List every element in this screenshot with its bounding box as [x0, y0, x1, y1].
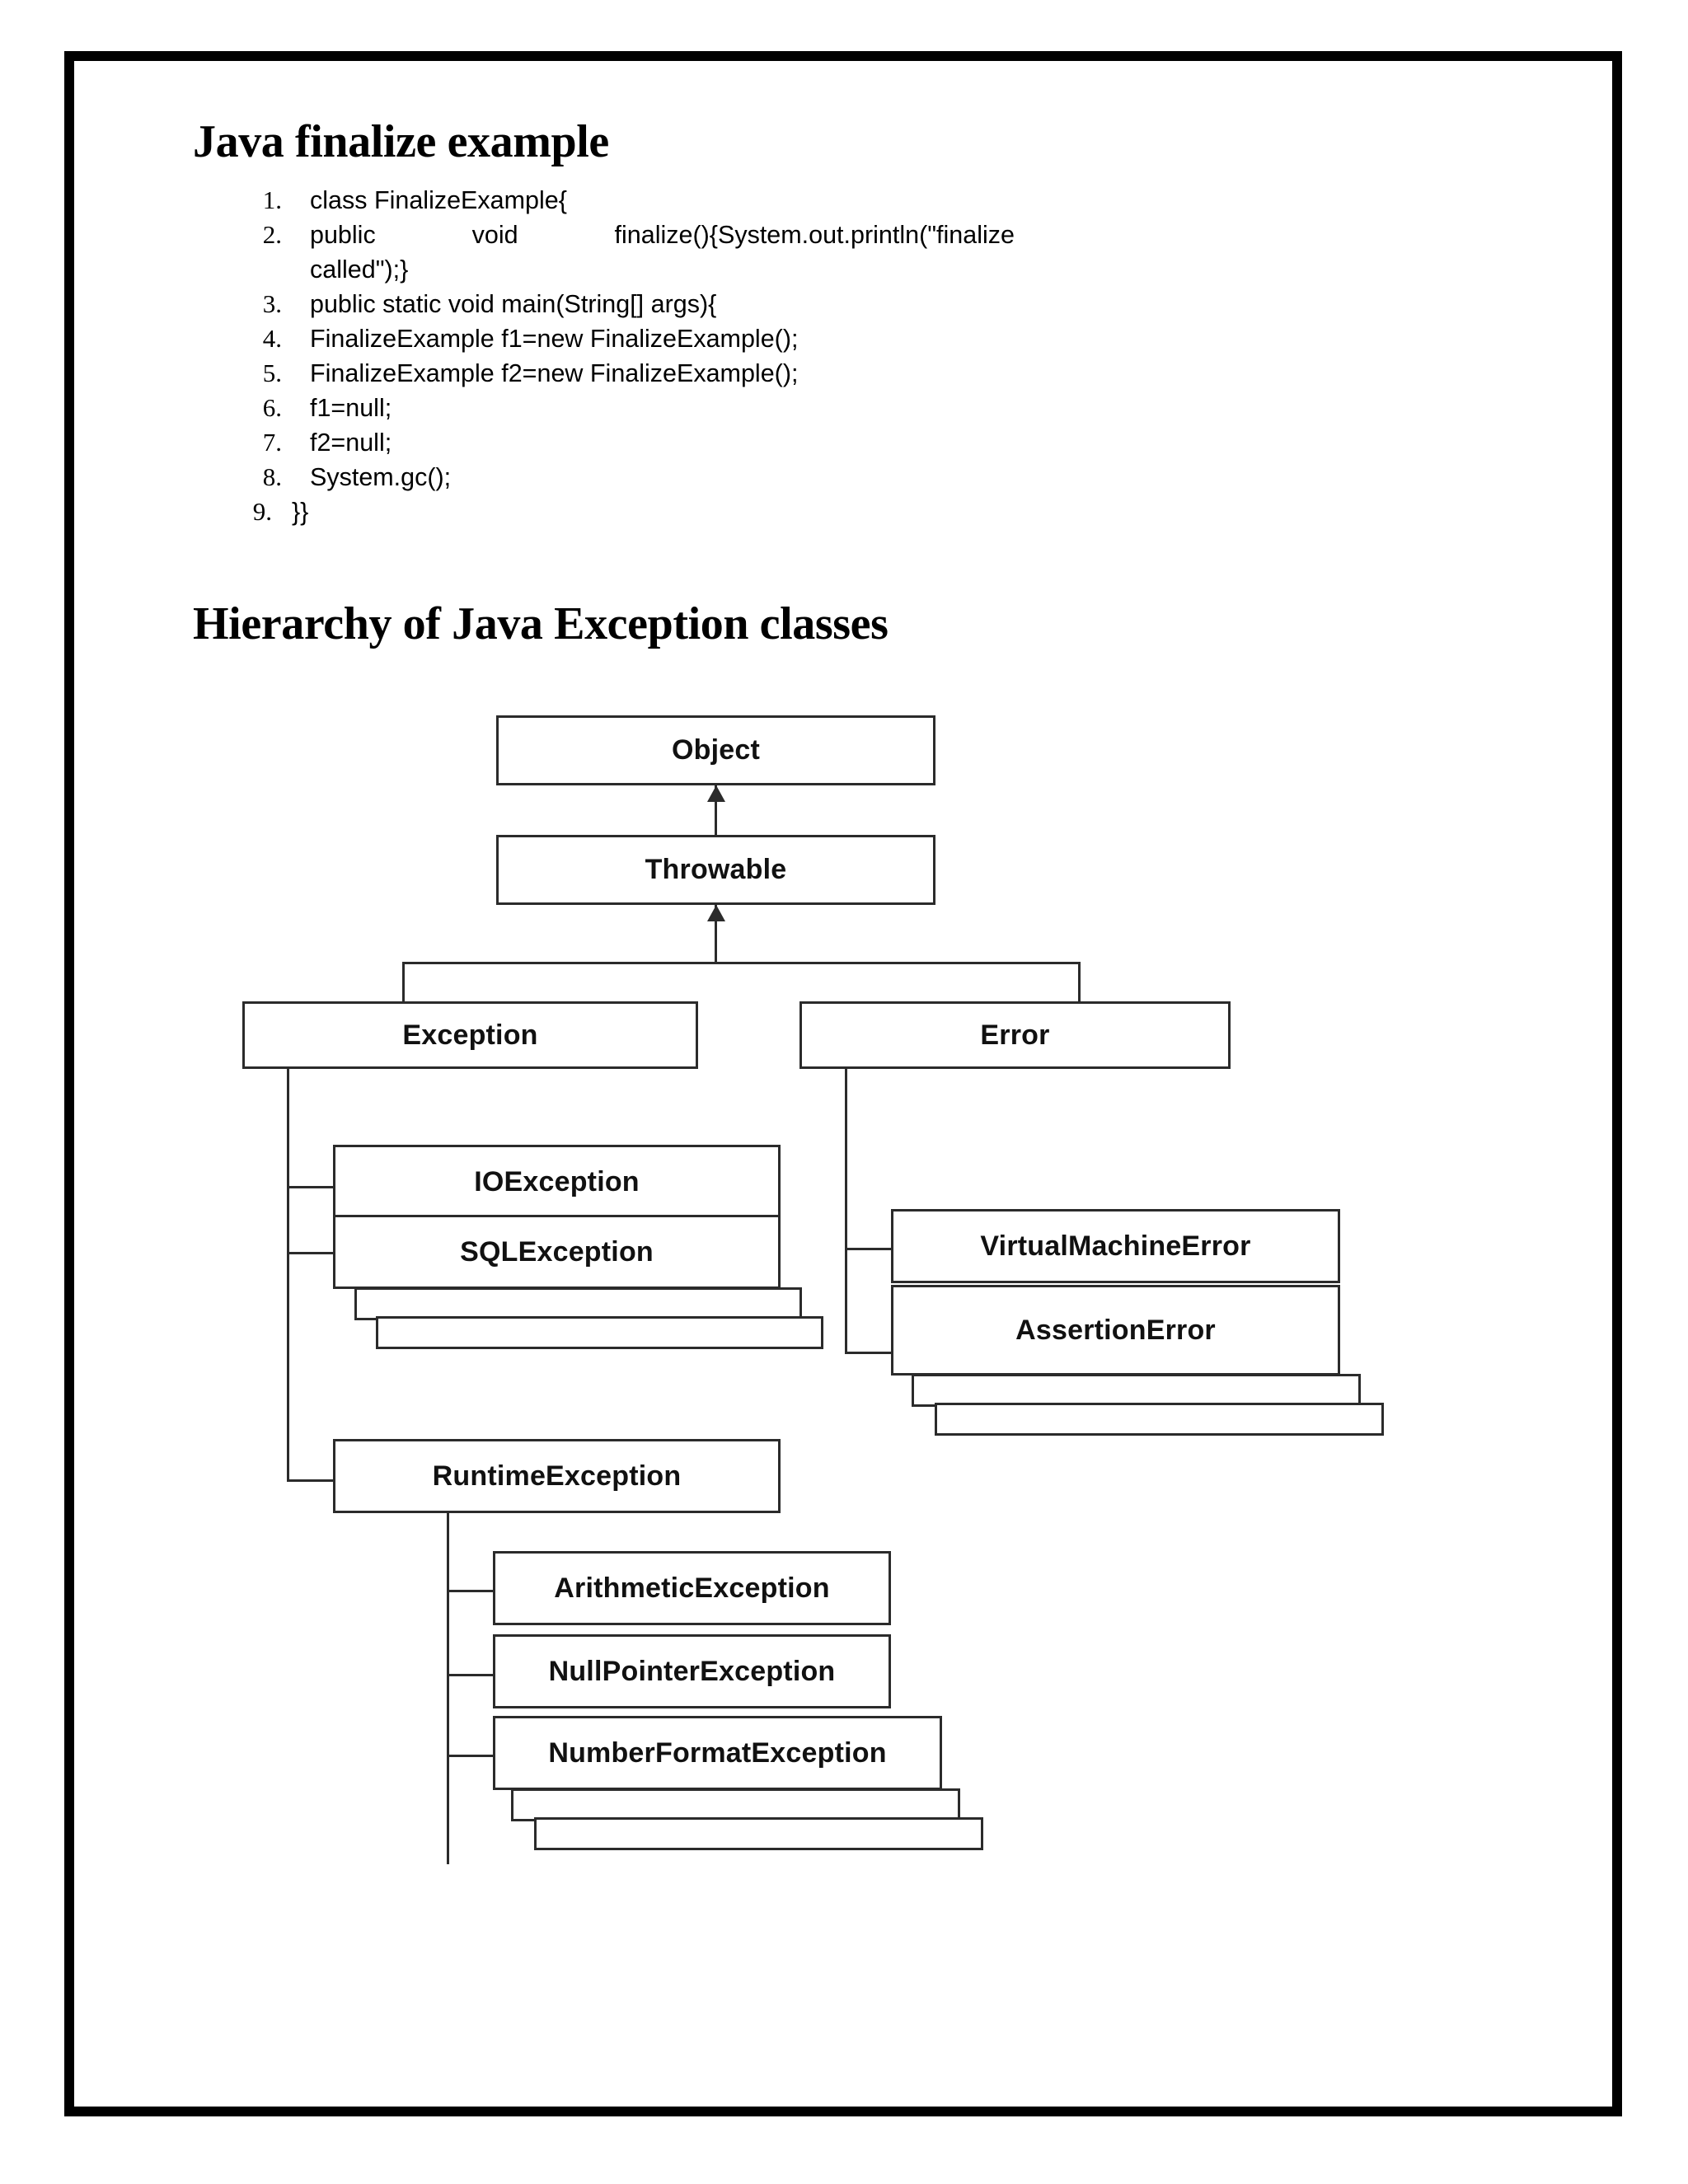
node-runtime-stack-placeholder-2 [534, 1817, 983, 1850]
node-label: NullPointerException [548, 1655, 836, 1687]
edge-runtimeexception-to-arithmeticexception [447, 1590, 495, 1592]
edge-split-down-right [1078, 962, 1081, 1001]
code-line-7: 7. f2=null; [239, 425, 1113, 460]
edge-error-to-virtualmachineerror [845, 1248, 893, 1250]
edge-runtimeexception-trunk [447, 1513, 449, 1864]
node-label: IOException [474, 1165, 640, 1197]
edge-runtimeexception-to-numberformatexception [447, 1755, 495, 1757]
edge-runtimeexception-to-nullpointerexception [447, 1674, 495, 1676]
heading-hierarchy-of-java-exception-classes: Hierarchy of Java Exception classes [193, 598, 889, 649]
edge-exception-to-ioexception [287, 1186, 335, 1188]
code-line-wrap: called");} [310, 255, 409, 284]
code-token-lead: public [310, 221, 376, 249]
code-line-text: System.gc(); [310, 463, 452, 491]
node-label: ArithmeticException [554, 1572, 830, 1604]
code-line-5: 5. FinalizeExample f2=new FinalizeExampl… [239, 356, 1113, 391]
edge-split-bar [402, 962, 1081, 964]
edge-split-to-throwable [715, 905, 717, 964]
heading-java-finalize-example: Java finalize example [193, 115, 609, 167]
code-listing: 1. class FinalizeExample{ 2. public void… [239, 183, 1113, 529]
node-label: Object [671, 734, 760, 766]
code-line-number: 5. [262, 359, 282, 387]
node-label: Error [980, 1019, 1050, 1051]
code-line-text: FinalizeExample f2=new FinalizeExample()… [310, 359, 799, 387]
code-line-3: 3. public static void main(String[] args… [239, 287, 1113, 321]
node-label: Throwable [645, 854, 787, 885]
edge-exception-to-runtimeexception [287, 1479, 335, 1482]
edge-split-down-left [402, 962, 405, 1001]
node-error-stack-placeholder-1 [912, 1374, 1361, 1407]
arrowhead-split-to-throwable [707, 905, 725, 921]
code-line-text: }} [292, 498, 309, 526]
code-line-number: 2. [262, 220, 282, 249]
node-runtime-stack-placeholder-1 [511, 1788, 960, 1821]
node-label: AssertionError [1015, 1314, 1216, 1346]
node-label: VirtualMachineError [980, 1230, 1251, 1262]
node-assertionerror: AssertionError [891, 1285, 1340, 1376]
node-label: RuntimeException [432, 1460, 682, 1492]
node-nullpointerexception: NullPointerException [493, 1634, 891, 1708]
code-token-right: finalize(){System.out.println("finalize [614, 221, 1015, 249]
node-numberformatexception: NumberFormatException [493, 1716, 942, 1790]
code-line-number: 1. [262, 185, 282, 214]
code-line-number: 6. [262, 393, 282, 422]
code-line-4: 4. FinalizeExample f1=new FinalizeExampl… [239, 321, 1113, 356]
node-exception-stack-placeholder-1 [354, 1287, 802, 1320]
edge-error-to-assertionerror [845, 1352, 893, 1354]
code-line-text: FinalizeExample f1=new FinalizeExample()… [310, 325, 799, 353]
edge-error-trunk [845, 1069, 847, 1353]
node-label: NumberFormatException [548, 1736, 887, 1769]
page-border-inner: Java finalize example 1. class FinalizeE… [72, 59, 1615, 2109]
node-label: SQLException [460, 1235, 654, 1268]
exception-hierarchy-diagram: Object Throwable Exception Error IOExcep… [74, 638, 1612, 1864]
code-line-text: f1=null; [310, 394, 392, 422]
code-line-text: public void finalize(){System.out.printl… [310, 218, 1015, 287]
page-border-outer: Java finalize example 1. class FinalizeE… [64, 51, 1622, 2116]
code-line-number: 3. [262, 289, 282, 318]
node-exception: Exception [242, 1001, 698, 1069]
node-virtualmachineerror: VirtualMachineError [891, 1209, 1340, 1283]
code-token-mid: void [471, 221, 518, 249]
edge-exception-to-sqlexception [287, 1252, 335, 1254]
edge-throwable-to-object [715, 785, 717, 835]
node-throwable: Throwable [496, 835, 935, 905]
node-sqlexception: SQLException [333, 1215, 781, 1289]
code-line-text: f2=null; [310, 429, 392, 457]
node-ioexception: IOException [333, 1145, 781, 1219]
node-arithmeticexception: ArithmeticException [493, 1551, 891, 1625]
code-line-text: class FinalizeExample{ [310, 186, 567, 214]
node-label: Exception [402, 1019, 538, 1051]
code-line-number: 4. [262, 324, 282, 353]
code-line-1: 1. class FinalizeExample{ [239, 183, 1113, 218]
node-error: Error [799, 1001, 1231, 1069]
node-error-stack-placeholder-2 [935, 1403, 1384, 1436]
node-exception-stack-placeholder-2 [376, 1316, 823, 1349]
code-line-number: 8. [262, 462, 282, 491]
code-line-9: 9. }} [239, 494, 1113, 529]
code-line-8: 8. System.gc(); [239, 460, 1113, 494]
arrowhead-throwable-to-object [707, 785, 725, 802]
code-line-number: 7. [262, 428, 282, 457]
code-line-text: public static void main(String[] args){ [310, 290, 717, 318]
code-line-2: 2. public void finalize(){System.out.pri… [239, 218, 1113, 287]
code-line-6: 6. f1=null; [239, 391, 1113, 425]
edge-exception-trunk [287, 1069, 289, 1481]
node-runtimeexception: RuntimeException [333, 1439, 781, 1513]
page-content: Java finalize example 1. class FinalizeE… [74, 61, 1612, 2107]
code-line-number: 9. [252, 497, 272, 526]
node-object: Object [496, 715, 935, 785]
